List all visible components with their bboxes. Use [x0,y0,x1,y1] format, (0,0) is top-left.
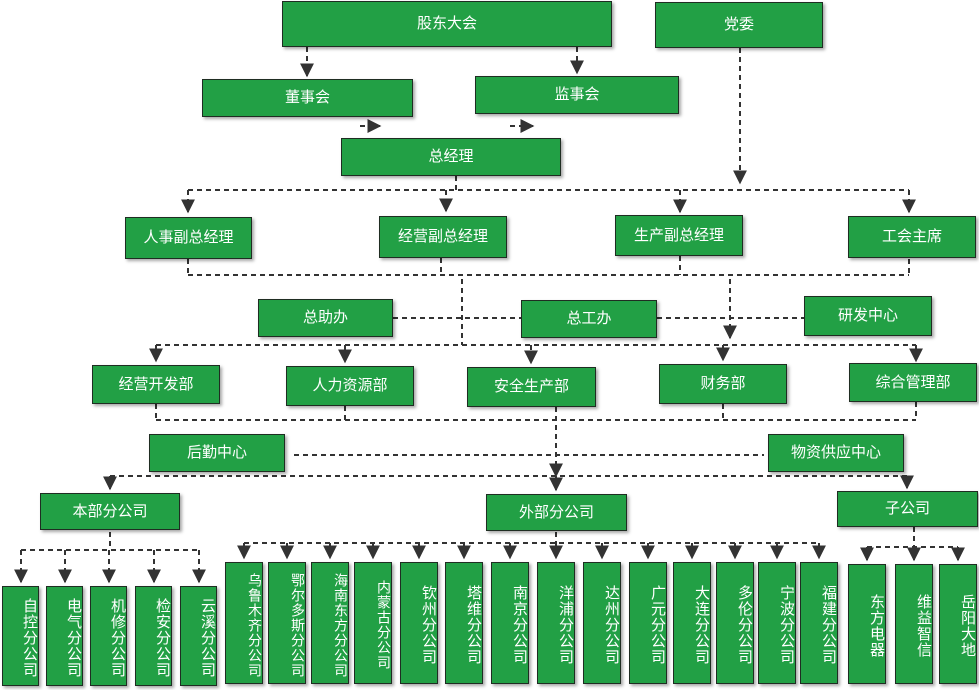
node-external-child: 塔维分公司 [445,562,483,684]
node-safety: 安全生产部 [467,367,596,407]
node-logistics: 后勤中心 [149,434,285,472]
node-gm-office: 总助办 [258,299,393,337]
node-gm: 总经理 [341,138,561,176]
node-external-child: 洋浦分公司 [537,562,575,684]
node-subsidiary-child: 岳阳大地 [939,564,977,684]
node-external-child: 大连分公司 [673,562,711,684]
node-external-child: 福建分公司 [800,562,838,684]
node-board: 董事会 [202,79,413,117]
node-subsidiaries: 子公司 [837,491,978,527]
node-hr-dept: 人力资源部 [286,366,414,406]
node-supply: 物资供应中心 [768,434,904,472]
node-chief-eng: 总工办 [521,300,657,338]
node-external-child: 达州分公司 [583,562,621,684]
node-local-child: 云溪分公司 [180,586,217,686]
node-supervisors: 监事会 [475,76,679,114]
node-external-child: 宁波分公司 [758,562,796,684]
node-finance: 财务部 [659,364,787,404]
node-admin: 综合管理部 [849,363,977,402]
node-external-child: 广元分公司 [629,562,667,684]
node-subsidiary-child: 维益智信 [895,564,933,684]
node-external-branches: 外部分公司 [486,494,627,531]
node-union: 工会主席 [848,216,976,258]
node-external-child: 鄂尔多斯分公司 [268,562,306,684]
node-party: 党委 [655,2,823,48]
node-local-branches: 本部分公司 [40,493,180,530]
node-local-child: 机修分公司 [90,586,127,686]
node-external-child: 钦州分公司 [400,562,438,684]
node-rnd: 研发中心 [804,296,932,336]
node-vp-ops: 经营副总经理 [379,216,507,258]
node-external-child: 海南东方分公司 [311,562,349,684]
node-vp-hr: 人事副总经理 [125,217,252,259]
node-vp-prod: 生产副总经理 [615,215,743,256]
node-local-child: 电气分公司 [46,586,83,686]
node-external-child: 内蒙古分公司 [354,562,392,684]
node-external-child: 乌鲁木齐分公司 [225,562,263,684]
node-biz-dev: 经营开发部 [92,365,220,404]
node-external-child: 南京分公司 [491,562,529,684]
node-local-child: 检安分公司 [135,586,172,686]
node-external-child: 多伦分公司 [716,562,754,684]
node-subsidiary-child: 东方电器 [848,564,886,684]
node-local-child: 自控分公司 [2,586,39,686]
node-shareholders: 股东大会 [282,1,612,47]
